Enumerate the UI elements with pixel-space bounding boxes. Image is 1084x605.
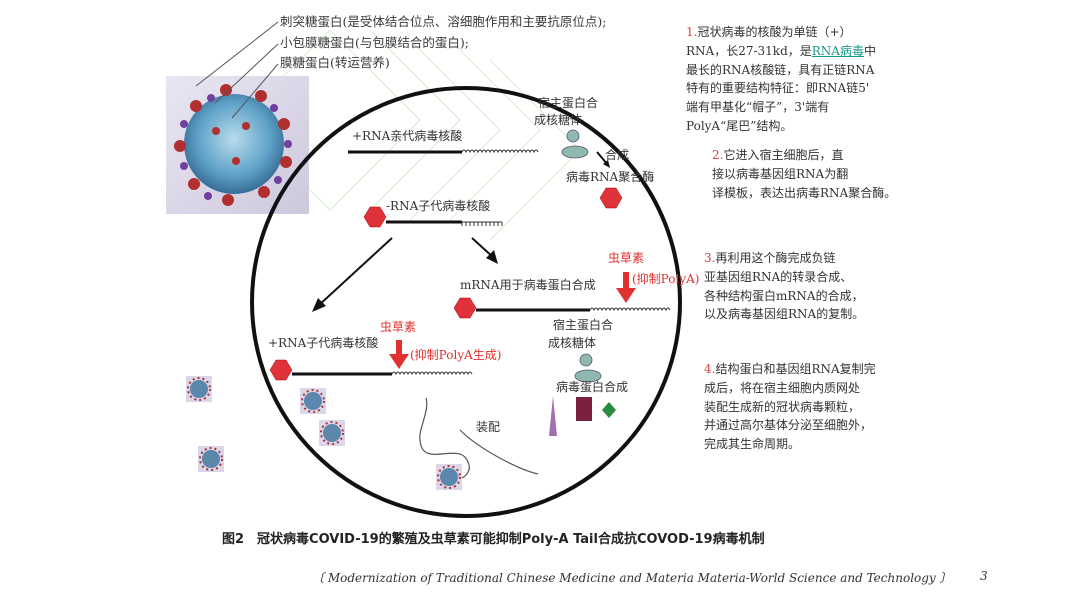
protein-diamond-icon (602, 402, 616, 418)
inhibit-polya-label-1: (抑制PolyA) (632, 272, 700, 286)
ribosome-icon-2 (574, 353, 602, 383)
viral-rna-polymerase-label: 病毒RNA聚合酶 (566, 170, 655, 184)
viral-protein-synthesis-label: 病毒蛋白合成 (556, 380, 629, 394)
synthesis-label: 合成 (605, 148, 630, 162)
plus-rna-child-label: +RNA子代病毒核酸 (268, 336, 379, 350)
note-2: 2.它进入宿主细胞后，直 接以病毒基因组RNA为翻 译模板，表达出病毒RNA聚合… (712, 148, 897, 200)
assembly-curve (419, 397, 470, 479)
virus-particle-icon (436, 464, 462, 490)
envelope-protein-label: 小包膜糖蛋白(与包膜结合的蛋白); (280, 35, 469, 50)
host-ribosome-label-2b: 成核糖体 (548, 336, 597, 350)
page-number: 3 (980, 569, 988, 583)
cordycepin-arrow-2 (389, 340, 409, 369)
virus-particle-icon (186, 376, 212, 402)
minus-rna-hexagon-icon (363, 206, 387, 228)
inhibit-polya-label-2: (抑制PolyA生成) (410, 348, 502, 362)
protein-rect-icon (576, 397, 592, 421)
rna-virus-link[interactable]: RNA病毒 (811, 43, 864, 58)
membrane-glycoprotein-label: 膜糖蛋白(转运营养) (280, 55, 390, 70)
cordycepin-arrow-1 (616, 272, 636, 303)
mrna-tail (589, 307, 671, 312)
host-ribosome-label-1: 宿主蛋白合 (538, 96, 599, 110)
plus-rna-parent-label: +RNA亲代病毒核酸 (352, 129, 463, 143)
cordycepin-label-2: 虫草素 (380, 320, 417, 334)
polymerase-hexagon-icon (599, 187, 623, 209)
journal-footer: 〔 Modernization of Traditional Chinese M… (312, 571, 952, 585)
virus-particle-icon (300, 388, 326, 414)
cordycepin-label-1: 虫草素 (608, 251, 645, 265)
spike-glycoprotein-label: 刺突糖蛋白(是受体结合位点、溶细胞作用和主要抗原位点); (280, 14, 607, 29)
minus-rna-child-label: -RNA子代病毒核酸 (386, 199, 491, 213)
host-ribosome-label-1b: 成核糖体 (534, 113, 583, 127)
note-1: 1.冠状病毒的核酸为单链（+） RNA，长27-31kd，是RNA病毒中 最长的… (686, 25, 876, 133)
minus-rna-tail (461, 222, 503, 226)
plus-rna-child-tail (391, 371, 473, 376)
note-4: 4.结构蛋白和基因组RNA复制完 成后，将在宿主细胞内质网处 装配生成新的冠状病… (704, 362, 876, 452)
plus-rna-child-hexagon-icon (269, 359, 293, 381)
ribosome-icon (561, 129, 589, 159)
figure-caption: 图2 冠状病毒COVID-19的繁殖及虫草素可能抑制Poly-A Tail合成抗… (222, 532, 765, 547)
host-cell-circle (250, 86, 682, 518)
plus-rna-parent-tail (461, 149, 539, 154)
host-ribosome-label-2: 宿主蛋白合 (553, 318, 614, 332)
mrna-hexagon-icon (453, 297, 477, 319)
note-3: 3.再利用这个酶完成负链 亚基因组RNA的转录合成、 各种结构蛋白mRNA的合成… (704, 251, 865, 322)
virus-particle-icon (198, 446, 224, 472)
coronavirus-image (166, 76, 309, 214)
virus-particle-icon (319, 420, 345, 446)
mrna-protein-label: mRNA用于病毒蛋白合成 (460, 278, 596, 292)
assembly-label: 装配 (476, 420, 501, 434)
protein-triangle-icon (549, 396, 557, 436)
